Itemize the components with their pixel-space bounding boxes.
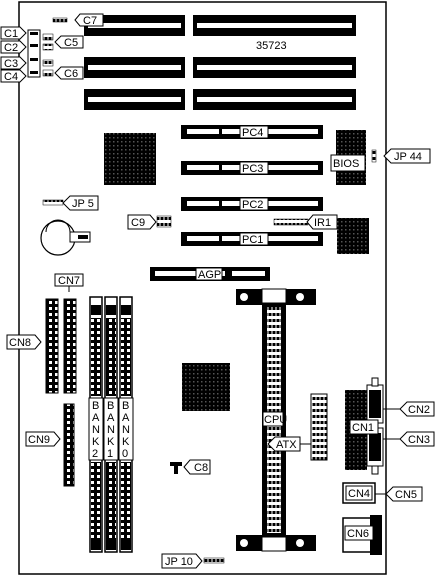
svg-text:CN4: CN4 — [348, 488, 370, 500]
svg-text:CN6: CN6 — [347, 528, 369, 540]
connector-cn8 — [45, 298, 59, 394]
svg-text:A: A — [107, 412, 115, 424]
serial-ports — [345, 377, 384, 475]
chipset-south — [337, 218, 369, 254]
svg-text:C3: C3 — [4, 58, 18, 70]
bank-1-label: B A N K 1 — [103, 397, 119, 461]
svg-text:C7: C7 — [83, 15, 97, 27]
label-c3: C3 — [0, 56, 27, 70]
svg-text:CN9: CN9 — [28, 434, 50, 446]
dimm-banks — [89, 296, 133, 553]
svg-text:0: 0 — [122, 448, 128, 460]
label-cn9: CN9 — [25, 431, 61, 447]
svg-text:N: N — [107, 424, 115, 436]
svg-text:A: A — [92, 412, 100, 424]
svg-text:JP 44: JP 44 — [394, 151, 422, 163]
svg-text:C4: C4 — [4, 71, 18, 83]
isa-slots — [84, 15, 356, 110]
svg-text:C8: C8 — [194, 462, 208, 474]
label-cn3: CN3 — [399, 431, 435, 447]
bios-chip: BIOS — [330, 130, 366, 185]
label-jp44: JP 44 — [383, 148, 431, 164]
label-c7: C7 — [74, 13, 104, 27]
svg-text:PC1: PC1 — [242, 234, 263, 246]
pci-slot-pc3: PC3 — [181, 161, 323, 175]
pci-slot-pc1: PC1 — [181, 232, 323, 246]
svg-text:JP 10: JP 10 — [165, 556, 193, 568]
atx-power-connector: ATX — [267, 393, 328, 461]
svg-text:C9: C9 — [131, 217, 145, 229]
svg-text:N: N — [122, 424, 130, 436]
cpu-slot: CPU — [236, 288, 316, 552]
label-c2: C2 — [0, 40, 27, 54]
jumper-c8 — [170, 462, 182, 474]
battery — [40, 219, 91, 256]
label-c1: C1 — [0, 26, 27, 40]
bank-0-label: B A N K 0 — [118, 397, 134, 461]
label-cn2: CN2 — [399, 401, 435, 417]
capacitor-headers — [27, 17, 68, 78]
svg-text:K: K — [122, 436, 130, 448]
label-cn5: CN5 — [385, 486, 423, 502]
label-ir1: IR1 — [306, 214, 338, 230]
svg-text:CN5: CN5 — [395, 489, 417, 501]
connector-cn7 — [63, 298, 77, 394]
svg-text:AGP: AGP — [198, 269, 221, 281]
chipset-north — [104, 133, 156, 185]
connector-cn4: CN4 — [342, 482, 376, 504]
svg-text:1: 1 — [107, 448, 113, 460]
pci-slot-pc2: PC2 — [181, 197, 323, 211]
svg-text:CN2: CN2 — [408, 404, 430, 416]
svg-text:C5: C5 — [64, 37, 78, 49]
label-cn8: CN8 — [6, 334, 42, 350]
svg-text:CN7: CN7 — [58, 275, 80, 287]
svg-text:CN3: CN3 — [408, 434, 430, 446]
pci-slot-pc4: PC4 — [181, 125, 323, 139]
label-c8: C8 — [183, 459, 211, 475]
svg-text:IR1: IR1 — [314, 217, 331, 229]
svg-text:K: K — [92, 436, 100, 448]
svg-text:C6: C6 — [64, 68, 78, 80]
label-c9: C9 — [127, 214, 157, 230]
chipset-io — [182, 363, 230, 411]
svg-text:B: B — [122, 400, 129, 412]
svg-text:K: K — [107, 436, 115, 448]
bank-2-label: B A N K 2 — [88, 397, 104, 461]
label-jp10: JP 10 — [161, 553, 203, 569]
svg-text:ATX: ATX — [276, 439, 297, 451]
svg-text:PC4: PC4 — [242, 127, 263, 139]
board-code: 35723 — [256, 40, 287, 52]
agp-slot: AGP — [150, 267, 270, 281]
svg-text:CN1: CN1 — [352, 422, 374, 434]
svg-text:JP 5: JP 5 — [72, 198, 94, 210]
svg-text:CPU: CPU — [264, 414, 287, 426]
label-cn1: CN1 — [349, 419, 379, 435]
svg-text:B: B — [92, 400, 99, 412]
board-outline — [18, 1, 387, 575]
label-c5: C5 — [54, 35, 84, 49]
svg-text:C1: C1 — [4, 28, 18, 40]
svg-text:CN8: CN8 — [9, 337, 31, 349]
svg-text:PC3: PC3 — [242, 163, 263, 175]
svg-text:C2: C2 — [4, 42, 18, 54]
svg-text:2: 2 — [92, 448, 98, 460]
label-cn7: CN7 — [54, 273, 84, 292]
svg-text:N: N — [92, 424, 100, 436]
label-c6: C6 — [54, 66, 84, 80]
label-c4: C4 — [0, 69, 27, 83]
connector-cn6: CN6 — [342, 515, 382, 555]
svg-text:A: A — [122, 412, 130, 424]
svg-text:PC2: PC2 — [242, 199, 263, 211]
svg-text:B: B — [107, 400, 114, 412]
label-jp5: JP 5 — [62, 195, 99, 211]
svg-text:BIOS: BIOS — [333, 158, 359, 170]
connector-cn9 — [63, 403, 75, 487]
